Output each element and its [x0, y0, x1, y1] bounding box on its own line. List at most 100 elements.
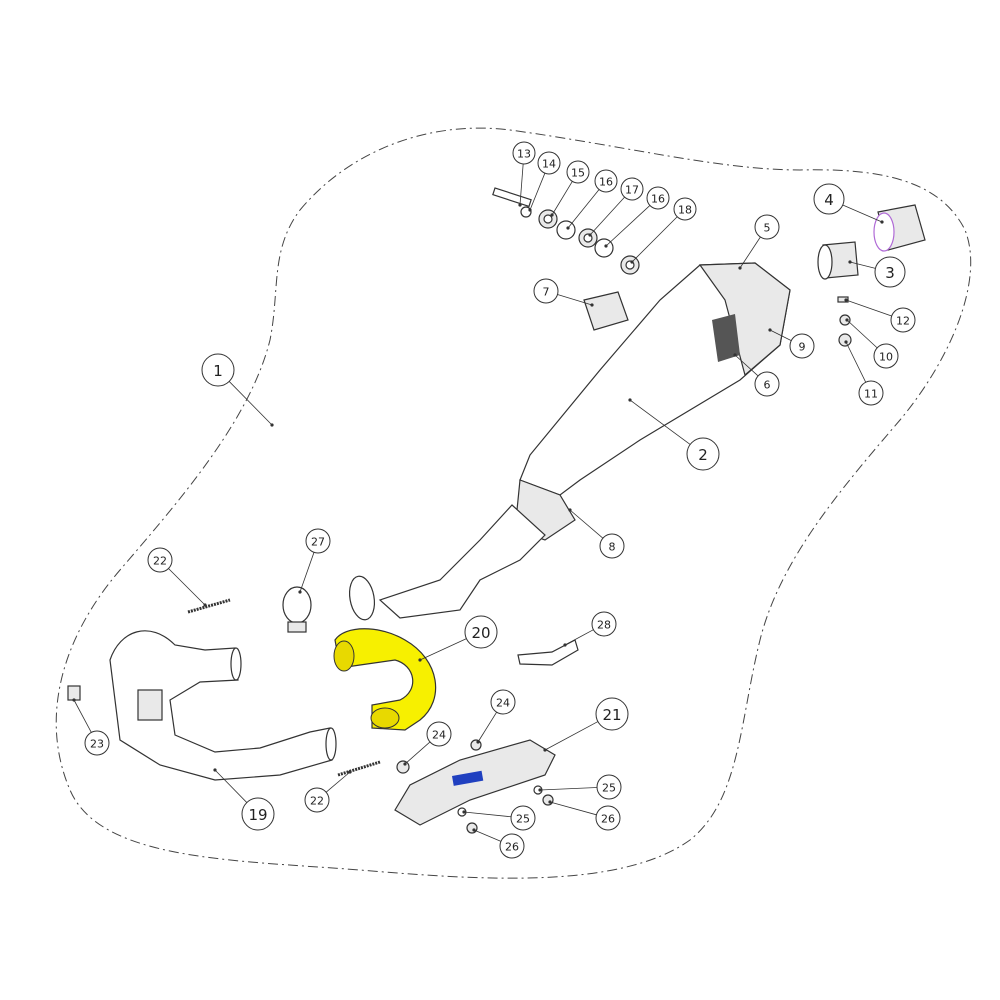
leader-dot [403, 762, 407, 766]
leader-line [769, 329, 792, 341]
leader-line [73, 699, 92, 733]
callout-6: 6 [733, 353, 780, 397]
leader-line [228, 381, 273, 426]
leader-line [419, 638, 467, 661]
callout-number: 5 [764, 222, 771, 235]
callout-18: 18 [630, 197, 697, 264]
callout-circle [426, 721, 452, 747]
callout-circle [594, 169, 618, 193]
callout-22: 22 [147, 547, 207, 607]
callout-number: 26 [601, 813, 615, 826]
leader-line [299, 552, 315, 593]
leader-dot [844, 340, 848, 344]
callout-circle [873, 343, 899, 369]
leader-line [557, 294, 593, 306]
kit-boundary [55, 127, 972, 879]
leader-dot [270, 423, 274, 427]
leader-dot [844, 298, 848, 302]
header-pipe [67, 630, 337, 781]
callout-circle [620, 177, 644, 201]
callout-3: 3 [848, 256, 906, 288]
leader-line [734, 354, 759, 377]
callout-9: 9 [768, 328, 815, 359]
leader-dot [628, 398, 632, 402]
leader-dot [550, 213, 554, 217]
callout-number: 22 [310, 795, 324, 808]
callout-number: 10 [879, 351, 893, 364]
end-cap-parts [817, 204, 926, 347]
callout-circle [874, 256, 906, 288]
leader-dot [298, 590, 302, 594]
callout-circle [591, 611, 617, 637]
leader-line [845, 299, 892, 317]
callout-circle [646, 186, 670, 210]
leader-dot [213, 768, 217, 772]
callout-number: 28 [597, 619, 611, 632]
leader-dot [203, 603, 207, 607]
callout-number: 12 [896, 315, 910, 328]
callout-number: 21 [602, 706, 621, 724]
leader-line [605, 205, 651, 247]
leader-dot [588, 233, 592, 237]
callout-10: 10 [845, 318, 899, 369]
callout-circle [510, 805, 536, 831]
leader-dot [348, 770, 352, 774]
heat-shield [394, 739, 556, 834]
callout-20: 20 [418, 615, 498, 662]
callout-22: 22 [304, 770, 352, 813]
callout-19: 19 [213, 768, 275, 831]
callout-circle [512, 141, 536, 165]
leader-line [845, 341, 867, 383]
callout-13: 13 [512, 141, 536, 207]
callout-15: 15 [550, 160, 590, 217]
leader-line [168, 568, 206, 606]
leader-line [842, 204, 883, 223]
callout-number: 2 [698, 446, 708, 464]
callout-number: 9 [799, 341, 806, 354]
callout-circle [566, 160, 590, 184]
leader-line [477, 711, 497, 743]
leader-dot [590, 303, 594, 307]
leader-line [564, 629, 594, 646]
callout-circle [754, 371, 780, 397]
callout-number: 16 [599, 176, 613, 189]
leader-line [463, 811, 512, 818]
leader-dot [472, 828, 476, 832]
leader-line [551, 181, 573, 216]
callout-number: 22 [153, 555, 167, 568]
callout-24: 24 [403, 721, 452, 766]
callout-4: 4 [813, 183, 884, 224]
callout-number: 26 [505, 841, 519, 854]
leader-dot [845, 318, 849, 322]
callout-2: 2 [628, 398, 720, 471]
callout-14: 14 [528, 151, 561, 212]
callout-number: 24 [496, 697, 510, 710]
callout-number: 25 [602, 782, 616, 795]
callout-number: 24 [432, 729, 446, 742]
callout-number: 6 [764, 379, 771, 392]
callout-circle [304, 787, 330, 813]
callout-circle [595, 697, 629, 731]
callout-circle [533, 278, 559, 304]
leader-line [519, 163, 524, 206]
leader-line [739, 236, 761, 269]
callout-circle [813, 183, 845, 215]
leader-dot [733, 353, 737, 357]
mounting-hardware [492, 187, 640, 275]
callout-circle [305, 528, 331, 554]
leader-dot [518, 203, 522, 207]
callout-number: 1 [213, 362, 223, 380]
leader-line [539, 787, 598, 791]
leader-line [849, 261, 876, 269]
callout-number: 19 [248, 806, 267, 824]
callout-number: 4 [824, 191, 834, 209]
callout-circle [686, 437, 720, 471]
callout-25: 25 [538, 774, 622, 800]
callout-circle [596, 774, 622, 800]
callout-number: 17 [625, 184, 639, 197]
leader-dot [462, 810, 466, 814]
leader-line [544, 721, 599, 751]
callout-circle [599, 533, 625, 559]
